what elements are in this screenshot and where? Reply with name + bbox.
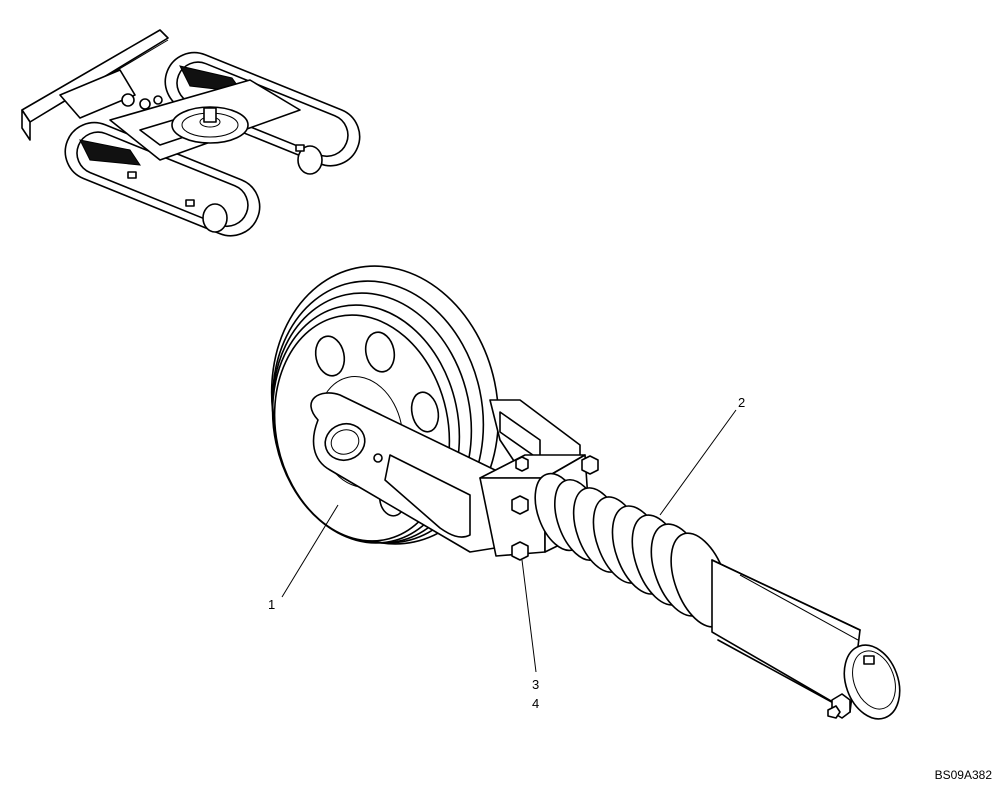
callout-1: 1 [268, 597, 276, 612]
recoil-spring-cylinder [534, 472, 901, 720]
figure-code: BS09A382 [934, 768, 992, 782]
idler-yoke [310, 392, 599, 561]
callout-4: 4 [532, 696, 540, 711]
leader-line-2 [659, 409, 737, 516]
leader-line-1 [281, 504, 339, 598]
undercarriage-overview-inset [21, 29, 361, 237]
leader-lines [281, 409, 737, 673]
callout-3: 3 [532, 677, 540, 692]
callout-2: 2 [738, 395, 746, 410]
leader-line-3 [521, 559, 537, 673]
